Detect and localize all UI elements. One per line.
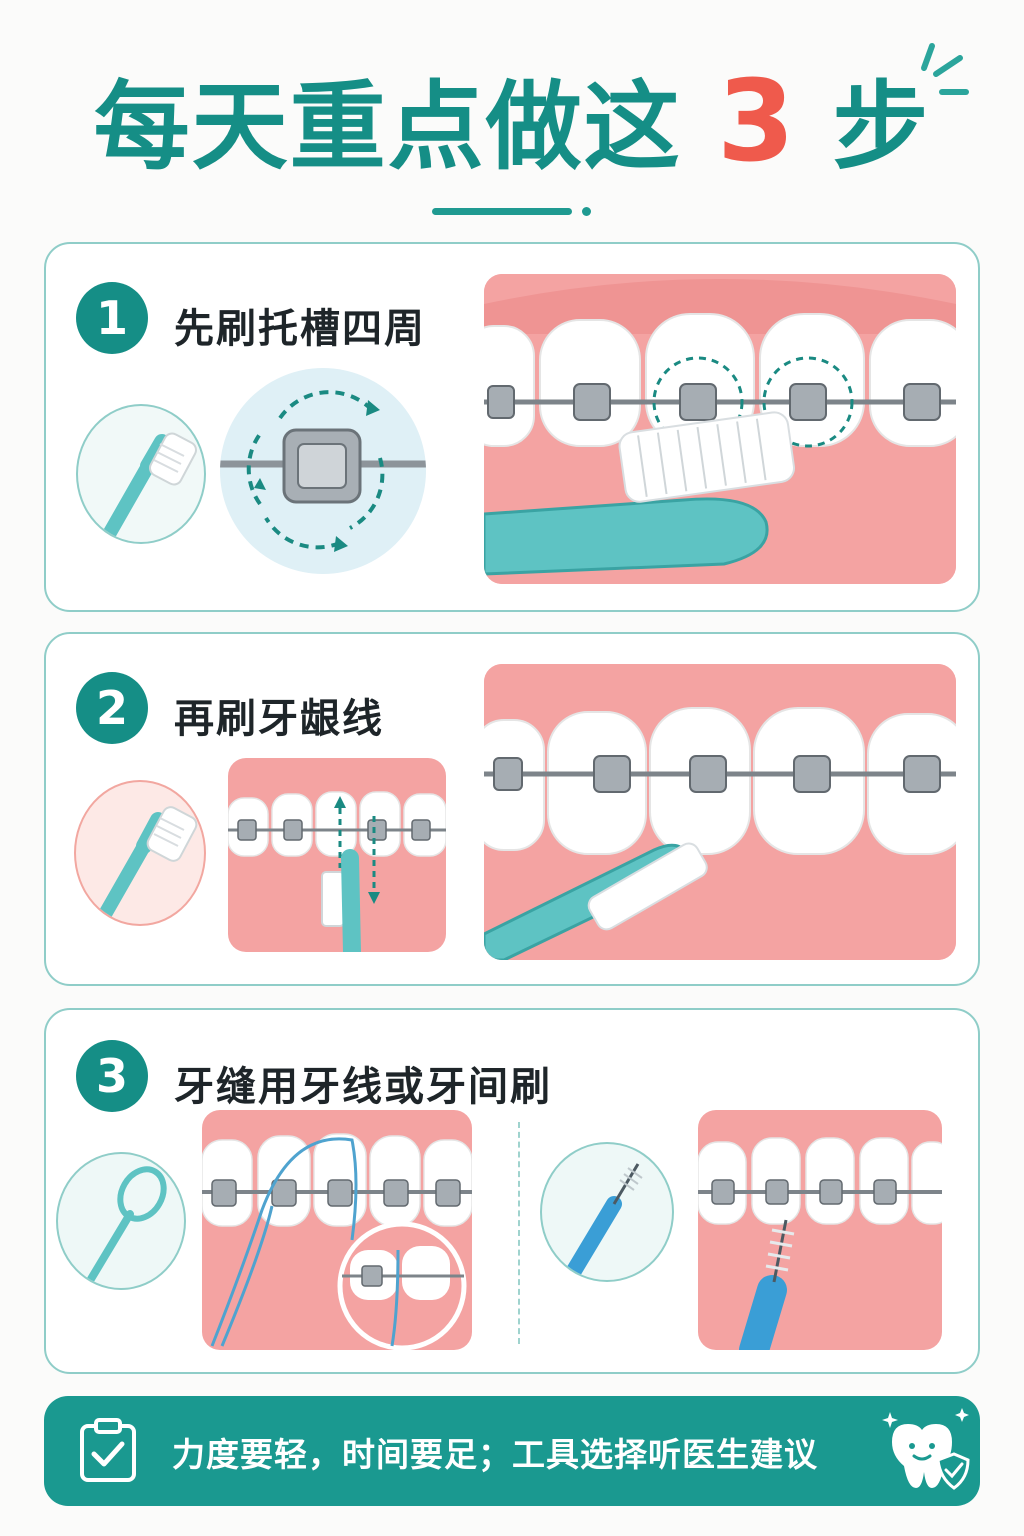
bracket-closeup-icon bbox=[220, 368, 426, 574]
gumline-brushing-closeup bbox=[228, 758, 446, 952]
step-number-badge: 2 bbox=[76, 672, 148, 744]
step-card-2: 2 再刷牙龈线 bbox=[44, 632, 980, 986]
toothbrush-icon bbox=[76, 404, 206, 544]
step-title: 先刷托槽四周 bbox=[174, 306, 426, 352]
step-title: 再刷牙龈线 bbox=[174, 696, 384, 742]
title-number: 3 bbox=[717, 57, 797, 187]
step-number-badge: 3 bbox=[76, 1040, 148, 1112]
clipboard-check-icon bbox=[80, 1418, 136, 1482]
title-divider-dot bbox=[582, 207, 591, 216]
toothbrush-angled-icon bbox=[74, 780, 206, 926]
floss-threader-icon bbox=[56, 1152, 186, 1290]
step-title: 牙缝用牙线或牙间刷 bbox=[174, 1064, 552, 1110]
title-divider bbox=[432, 208, 572, 215]
title-prefix: 每天重点做这 bbox=[93, 71, 682, 183]
tip-text: 力度要轻，时间要足；工具选择听医生建议 bbox=[172, 1435, 818, 1474]
teeth-brushing-brackets-illustration bbox=[484, 274, 956, 584]
page-title: 每天重点做这 3 步 bbox=[0, 62, 1024, 187]
step-card-1: 1 先刷托槽四周 bbox=[44, 242, 980, 612]
interdental-brush-icon bbox=[540, 1142, 674, 1282]
step-number-badge: 1 bbox=[76, 282, 148, 354]
flossing-illustration bbox=[202, 1110, 472, 1350]
interdental-brush-illustration bbox=[698, 1110, 942, 1350]
tip-banner: 力度要轻，时间要足；工具选择听医生建议 bbox=[44, 1396, 980, 1506]
tool-divider bbox=[518, 1122, 520, 1344]
title-suffix: 步 bbox=[832, 71, 931, 183]
teeth-gumline-illustration bbox=[484, 664, 956, 960]
smiling-tooth-shield-icon bbox=[882, 1408, 970, 1490]
sparkle-lines-icon bbox=[921, 43, 969, 95]
step-card-3: 3 牙缝用牙线或牙间刷 bbox=[44, 1008, 980, 1374]
